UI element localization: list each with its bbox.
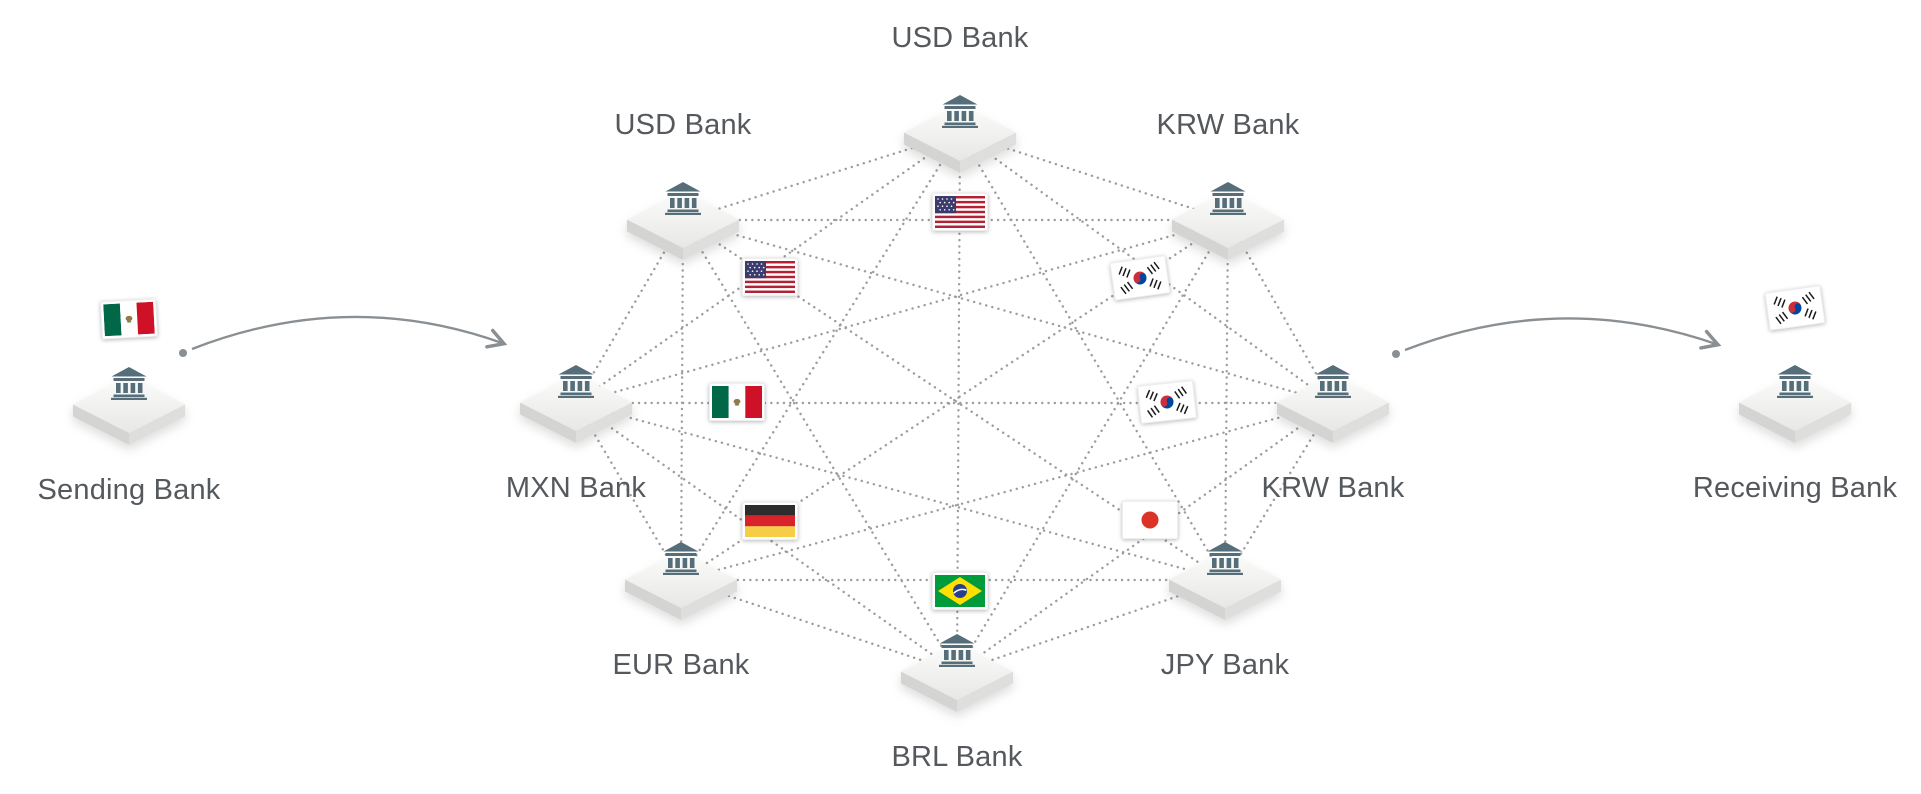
germany-flag-icon: [742, 502, 798, 540]
mesh-line: [574, 218, 1230, 405]
node-label: JPY Bank: [1160, 649, 1290, 681]
usa-flag-icon: [932, 193, 988, 231]
mesh-line: [574, 218, 685, 405]
south-korea-flag-icon: [1109, 255, 1171, 301]
japan-flag-icon: [1122, 501, 1178, 539]
bank-building-icon: [1315, 365, 1351, 398]
brazil-flag-icon: [932, 572, 988, 610]
mesh-line: [679, 218, 1230, 582]
bank-building-icon: [558, 365, 594, 398]
mesh-line: [1226, 218, 1335, 405]
south-korea-flag-icon: [1137, 380, 1197, 424]
bank-building-icon: [939, 634, 975, 667]
mesh-line: [679, 131, 962, 582]
mesh-line: [958, 131, 1335, 405]
node-label: Receiving Bank: [1692, 472, 1898, 504]
node-label: USD Bank: [891, 22, 1029, 54]
mesh-line: [574, 131, 962, 405]
node-label: BRL Bank: [891, 741, 1023, 773]
mexico-flag-icon: [100, 298, 158, 340]
mesh-line: [679, 401, 1335, 582]
bank-building-icon: [111, 367, 147, 400]
node-label: KRW Bank: [1156, 109, 1300, 141]
bank-building-icon: [1207, 542, 1243, 575]
mexico-flag-icon: [709, 383, 765, 421]
usa-flag-icon: [742, 258, 798, 296]
sending-arrow: [179, 315, 508, 357]
bank-building-icon: [1210, 182, 1246, 215]
mesh-line: [679, 578, 959, 674]
bank-building-icon: [665, 182, 701, 215]
mesh-line: [681, 218, 959, 674]
node-label: USD Bank: [614, 109, 752, 141]
node-label: MXN Bank: [505, 472, 647, 504]
mesh-line: [681, 218, 1335, 405]
receiving-arrow: [1392, 317, 1722, 358]
south-korea-flag-icon: [1764, 285, 1826, 331]
mesh-line: [679, 218, 685, 582]
mesh-line: [955, 401, 1335, 674]
mesh-line: [1223, 218, 1230, 582]
node-label: Sending Bank: [37, 474, 221, 506]
node-label: KRW Bank: [1261, 472, 1405, 504]
mesh-connections: [574, 131, 1335, 674]
bank-building-icon: [1777, 365, 1813, 398]
bank-building-icon: [942, 95, 978, 128]
node-label: EUR Bank: [612, 649, 750, 681]
mesh-line: [681, 131, 962, 222]
bank-building-icon: [663, 542, 699, 575]
mesh-line: [574, 401, 1227, 582]
mesh-line: [955, 218, 1230, 674]
